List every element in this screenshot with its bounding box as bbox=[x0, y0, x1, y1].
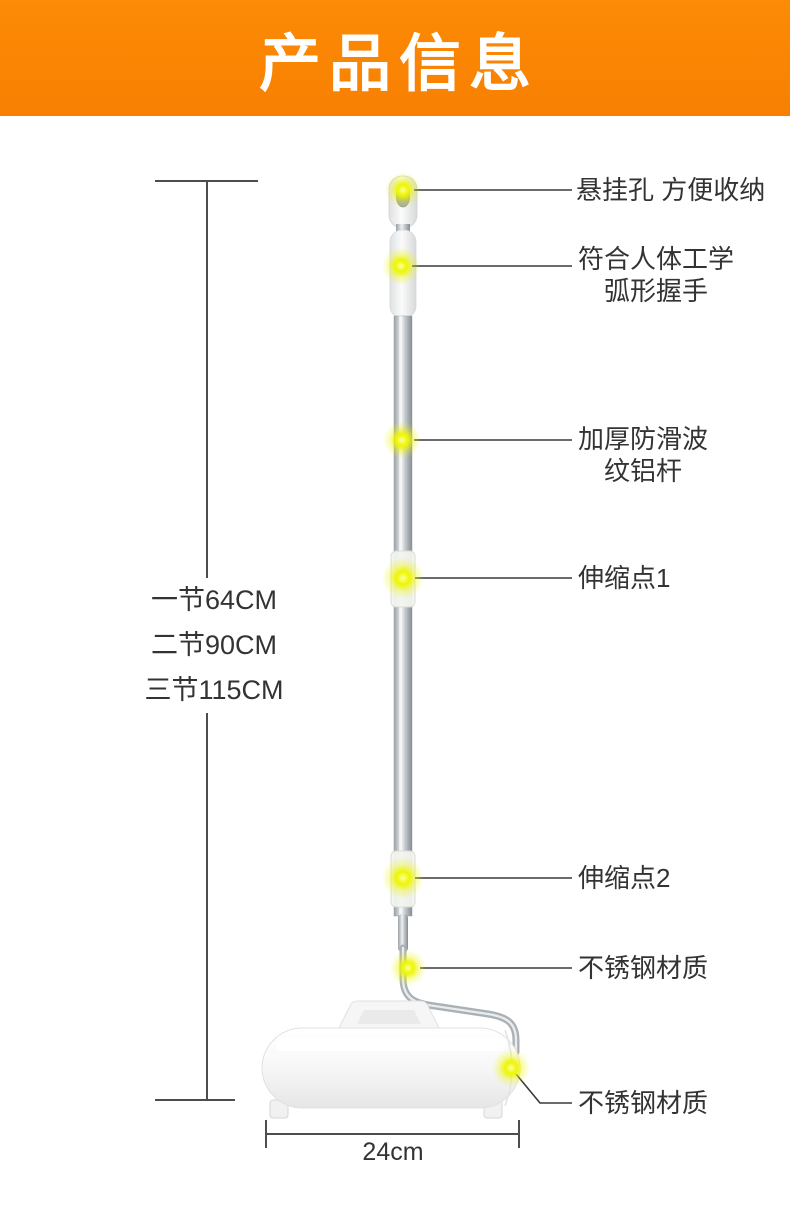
pole-tip bbox=[398, 914, 408, 952]
callout-label-aluminum-pole: 加厚防滑波 纹铝杆 bbox=[578, 424, 709, 486]
height-label-one-section: 一节64CM bbox=[150, 585, 278, 615]
callout-line-7 bbox=[515, 1073, 572, 1104]
roller-body-highlight bbox=[276, 1038, 506, 1051]
glow-dot-telescopic-2 bbox=[382, 857, 424, 899]
callout-label-stainless-roller: 不锈钢材质 bbox=[578, 1088, 709, 1118]
glow-dot-roller-end bbox=[492, 1049, 530, 1087]
roller-cover-handle-slot bbox=[357, 1010, 421, 1024]
callout-label-stainless-wire: 不锈钢材质 bbox=[578, 953, 709, 983]
callout-label-ergonomic-grip: 符合人体工学 弧形握手 bbox=[578, 244, 735, 306]
height-label-two-sections: 二节90CM bbox=[150, 630, 278, 660]
width-label: 24cm bbox=[362, 1138, 424, 1166]
callout-lines bbox=[412, 189, 572, 1104]
highlight-dots bbox=[382, 172, 530, 1087]
height-labels: 一节64CM 二节90CM 三节115CM bbox=[128, 578, 300, 713]
height-label-three-sections: 三节115CM bbox=[144, 675, 284, 705]
glow-dot-grip bbox=[382, 247, 420, 285]
width-measurement bbox=[265, 1120, 520, 1148]
callout-label-telescopic-2: 伸缩点2 bbox=[578, 863, 671, 893]
handle-neck bbox=[396, 224, 410, 232]
glow-dot-telescopic-1 bbox=[382, 557, 424, 599]
stainless-wire-highlight bbox=[401, 946, 518, 1054]
roller-product bbox=[261, 175, 521, 1119]
header-banner: 产品信息 bbox=[0, 0, 790, 116]
pole-highlight bbox=[399, 316, 402, 916]
callout-label-telescopic-1: 伸缩点1 bbox=[578, 563, 671, 593]
aluminum-pole bbox=[393, 315, 413, 917]
glow-dot-pole bbox=[383, 421, 421, 459]
glow-dot-hanging-hole bbox=[385, 172, 421, 208]
callout-label-hanging-hole: 悬挂孔 方便收纳 bbox=[576, 175, 766, 205]
glow-dot-wire bbox=[390, 950, 426, 986]
page-title: 产品信息 bbox=[258, 30, 539, 99]
